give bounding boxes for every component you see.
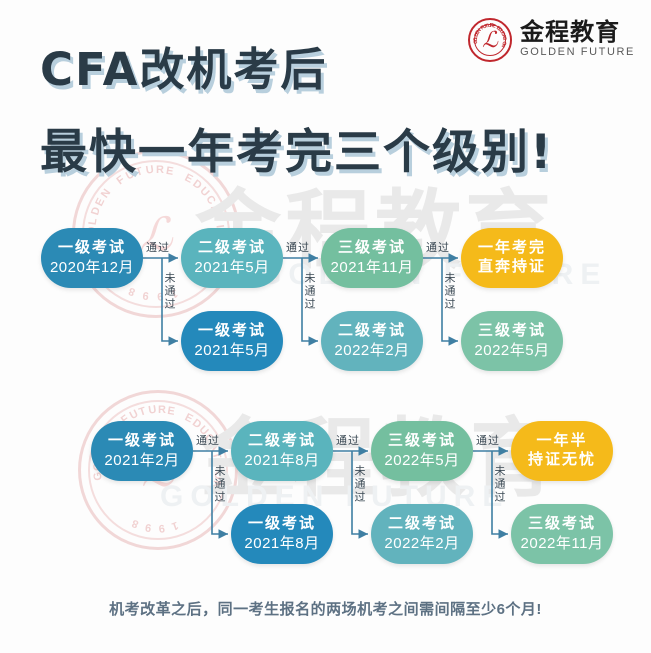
node-level2-retake-feb2022b[interactable]: 二级考试 2022年2月 [371,504,473,564]
node-level1-feb2021[interactable]: 一级考试 2021年2月 [91,421,193,481]
node-date: 2021年5月 [194,341,270,359]
node-subtitle: 持证无忧 [527,451,596,468]
node-title: 一级考试 [107,431,176,449]
node-date: 2021年2月 [104,451,180,469]
node-level2-retake-feb2022[interactable]: 二级考试 2022年2月 [321,311,423,371]
node-date: 2022年5月 [384,451,460,469]
node-title: 三级考试 [527,514,596,532]
node-title: 二级考试 [247,431,316,449]
arrow-label-fail-r2s1: 未通过 [213,465,225,504]
node-level1-retake-may2021[interactable]: 一级考试 2021年5月 [181,311,283,371]
arrow-label-pass-r1s2: 通过 [286,242,310,254]
node-title: 三级考试 [337,238,406,256]
node-level3-may2022[interactable]: 三级考试 2022年5月 [371,421,473,481]
brand-seal-glyph: ℒ [482,27,499,52]
node-title: 二级考试 [197,238,266,256]
node-level3-retake-may2022[interactable]: 三级考试 2022年5月 [461,311,563,371]
node-date: 2021年5月 [194,258,270,276]
node-date: 2022年2月 [334,341,410,359]
node-level3-nov2021[interactable]: 三级考试 2021年11月 [321,228,423,288]
brand-text-block: 金程教育 GOLDEN FUTURE [520,20,635,59]
node-goal-one-year[interactable]: 一年考完 直奔持证 [461,228,563,288]
arrow-label-fail-r1s1: 未通过 [163,272,175,311]
node-subtitle: 直奔持证 [477,258,546,275]
headline-line-2: 最快一年考完三个级别! [40,125,554,180]
arrow-label-pass-r2s1: 通过 [196,435,220,447]
arrow-label-pass-r1s1: 通过 [146,242,170,254]
node-title: 三级考试 [387,431,456,449]
arrow-label-pass-r1s3: 通过 [426,242,450,254]
node-date: 2021年8月 [244,534,320,552]
node-title: 一级考试 [197,321,266,339]
node-date: 2022年2月 [384,534,460,552]
node-level2-aug2021[interactable]: 二级考试 2021年8月 [231,421,333,481]
arrow-label-fail-r2s2: 未通过 [353,465,365,504]
node-date: 2021年11月 [330,258,414,276]
node-date: 2021年8月 [244,451,320,469]
node-title: 二级考试 [387,514,456,532]
headline-line-1: CFA改机考后 [40,43,328,96]
node-title: 一级考试 [57,238,126,256]
node-title: 一年半 [536,432,588,450]
arrow-label-pass-r2s2: 通过 [336,435,360,447]
node-date: 2022年5月 [474,341,550,359]
arrow-label-fail-r1s2: 未通过 [303,272,315,311]
arrow-label-fail-r1s3: 未通过 [443,272,455,311]
node-level2-may2021[interactable]: 二级考试 2021年5月 [181,228,283,288]
watermark-seal-glyph: ℒ [139,209,173,260]
arrow-label-pass-r2s3: 通过 [476,435,500,447]
brand-name-en: GOLDEN FUTURE [520,46,635,59]
node-title: 一级考试 [247,514,316,532]
node-level1-dec2020[interactable]: 一级考试 2020年12月 [41,228,143,288]
arrow-label-fail-r2s3: 未通过 [493,465,505,504]
node-title: 一年考完 [477,239,546,257]
node-date: 2022年11月 [520,534,604,552]
node-date: 2020年12月 [49,258,135,276]
footer-caption: 机考改革之后，同一考生报名的两场机考之间需间隔至少6个月! [109,601,542,618]
node-goal-year-and-half[interactable]: 一年半 持证无忧 [511,421,613,481]
brand-name-cn: 金程教育 [520,19,621,47]
brand-seal-inner-ring [474,24,507,56]
node-level3-retake-nov2022[interactable]: 三级考试 2022年11月 [511,504,613,564]
node-title: 二级考试 [337,321,406,339]
node-title: 三级考试 [477,321,546,339]
node-level1-retake-aug2021[interactable]: 一级考试 2021年8月 [231,504,333,564]
